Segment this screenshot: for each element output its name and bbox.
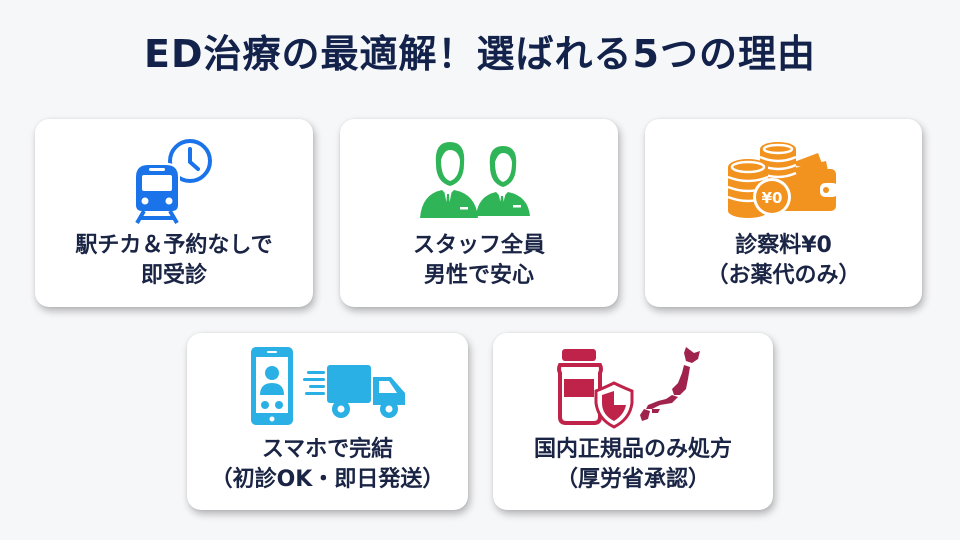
train-clock-icon	[35, 133, 313, 225]
reason-card-smartphone: スマホで完結 （初診OK・即日発送）	[187, 333, 468, 510]
medicine-japan-icon	[493, 343, 773, 431]
reason-line-1: スマホで完結	[261, 437, 394, 462]
reason-line-1: 国内正規品のみ処方	[533, 437, 732, 462]
reason-label: スタッフ全員 男性で安心	[340, 231, 618, 291]
reason-line-2: 即受診	[140, 263, 207, 288]
reason-line-2: （厚労省承認）	[555, 467, 710, 492]
staff-men-icon	[340, 133, 618, 225]
coins-wallet-icon: ¥0	[645, 133, 922, 225]
reason-line-2: 男性で安心	[423, 263, 534, 288]
yen-zero-text: ¥0	[761, 189, 782, 207]
reason-line-1: 駅チカ＆予約なしで	[75, 233, 273, 258]
reason-line-2: （お薬代のみ）	[706, 263, 861, 288]
reason-label: スマホで完結 （初診OK・即日発送）	[187, 435, 468, 495]
reason-card-genuine-medicine: 国内正規品のみ処方 （厚労省承認）	[493, 333, 773, 510]
reason-label: 駅チカ＆予約なしで 即受診	[35, 231, 313, 291]
page-title: ED治療の最適解！選ばれる5つの理由	[144, 32, 816, 76]
reason-card-station: 駅チカ＆予約なしで 即受診	[35, 119, 313, 307]
reason-card-staff: スタッフ全員 男性で安心	[340, 119, 618, 307]
reason-card-fee: ¥0 診察料¥0 （お薬代のみ）	[645, 119, 922, 307]
reason-line-1: スタッフ全員	[412, 233, 545, 258]
smartphone-truck-icon	[187, 343, 468, 431]
reason-label: 国内正規品のみ処方 （厚労省承認）	[493, 435, 773, 495]
reason-line-2: （初診OK・即日発送）	[210, 467, 445, 492]
reason-line-1: 診察料¥0	[735, 233, 832, 258]
reason-label: 診察料¥0 （お薬代のみ）	[645, 231, 922, 291]
